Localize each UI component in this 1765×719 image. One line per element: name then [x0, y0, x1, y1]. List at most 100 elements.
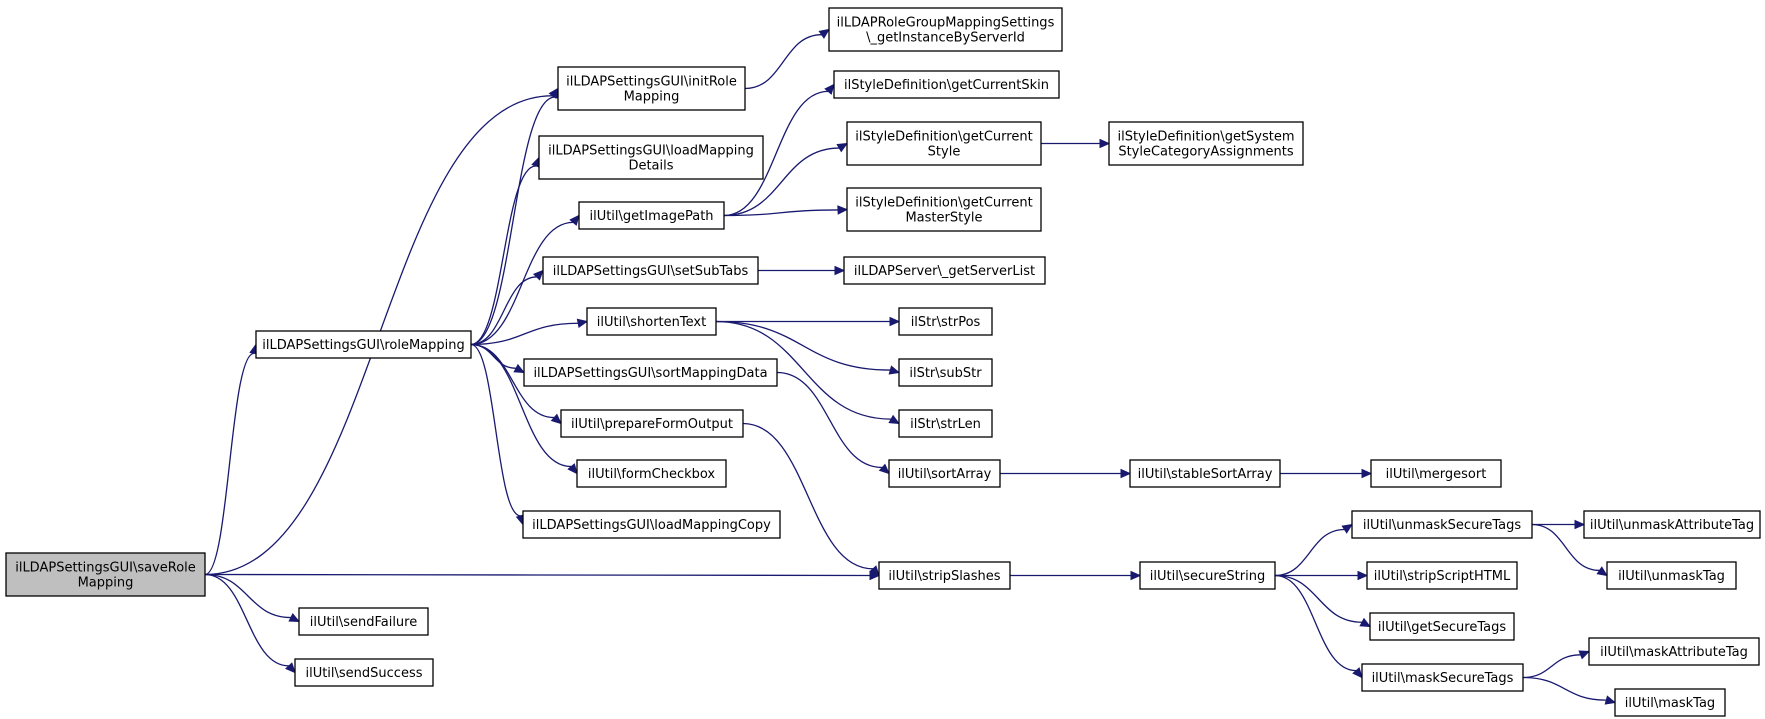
node-subStr[interactable]: ilStr\subStr [898, 358, 993, 387]
arrowhead-icon [576, 318, 589, 329]
node-box [298, 607, 429, 636]
node-label: ilUtil\sendSuccess [305, 666, 422, 681]
node-stableSort[interactable]: ilUtil\stableSortArray [1129, 459, 1281, 488]
node-label: ilLDAPSettingsGUI\setSubTabs [553, 264, 749, 279]
node-sortArray[interactable]: ilUtil\sortArray [888, 459, 1001, 488]
edge-unmaskSecure-to-unmaskAttr [1532, 519, 1586, 530]
node-box [898, 307, 993, 336]
edge-sortArray-to-stableSort [1000, 468, 1132, 479]
arrowhead-icon [1361, 468, 1373, 479]
node-box [1129, 459, 1281, 488]
node-label: ilUtil\secureString [1150, 569, 1265, 584]
node-box [5, 552, 206, 597]
node-roleMapping[interactable]: ilLDAPSettingsGUI\roleMapping [255, 330, 472, 359]
node-maskTag[interactable]: ilUtil\maskTag [1614, 688, 1726, 717]
edge-stableSort-to-mergesort [1280, 468, 1373, 479]
node-stripScript[interactable]: ilUtil\stripScriptHTML [1366, 561, 1518, 590]
node-maskAttr[interactable]: ilUtil\maskAttributeTag [1588, 637, 1760, 666]
node-strPos[interactable]: ilStr\strPos [898, 307, 993, 336]
edge-line [204, 573, 871, 577]
node-label: ilStr\strPos [911, 315, 981, 330]
edge-roleMapping-to-loadDetails [470, 156, 541, 346]
edge-prepareForm-to-stripSlashes [742, 422, 880, 577]
node-label: ilLDAPSettingsGUI\sortMappingData [533, 366, 767, 381]
node-sysStyle[interactable]: ilStyleDefinition\getSystemStyleCategory… [1108, 121, 1304, 166]
edge-line [723, 147, 840, 217]
node-label: ilStyleDefinition\getCurrent [855, 130, 1032, 145]
node-stripSlashes[interactable]: ilUtil\stripSlashes [878, 561, 1011, 590]
node-maskSecure[interactable]: ilUtil\maskSecureTags [1361, 663, 1524, 692]
node-label: Mapping [624, 90, 680, 105]
edge-secureString-to-unmaskSecure [1274, 523, 1354, 577]
node-serverList[interactable]: ilLDAPServer\_getServerList [843, 256, 1046, 285]
node-label: ilUtil\stripScriptHTML [1374, 569, 1511, 584]
node-unmaskAttr[interactable]: ilUtil\unmaskAttributeTag [1583, 510, 1761, 539]
edge-roleMapping-to-initRole [470, 87, 560, 346]
node-label: ilUtil\stripSlashes [888, 569, 1000, 584]
node-label: ilLDAPServer\_getServerList [854, 264, 1035, 279]
arrowhead-icon [837, 205, 849, 215]
node-formCheckbox[interactable]: ilUtil\formCheckbox [576, 459, 727, 488]
edge-line [1531, 523, 1600, 572]
edge-line [744, 34, 822, 90]
edge-line [723, 90, 829, 217]
node-label: ilLDAPSettingsGUI\initRole [566, 75, 737, 90]
node-setSubTabs[interactable]: ilLDAPSettingsGUI\setSubTabs [542, 256, 759, 285]
edge-line [1274, 574, 1357, 672]
node-getImagePath[interactable]: ilUtil\getImagePath [578, 201, 725, 230]
edge-maskSecure-to-maskAttr [1522, 650, 1591, 679]
arrowhead-icon [889, 316, 901, 327]
edge-shortenText-to-strLen [715, 320, 901, 425]
arrowhead-icon [1099, 138, 1111, 149]
node-box [1588, 637, 1760, 666]
node-shortenText[interactable]: ilUtil\shortenText [586, 307, 717, 336]
node-sortMapping[interactable]: ilLDAPSettingsGUI\sortMappingData [523, 358, 778, 387]
arrowhead-icon [1596, 566, 1609, 577]
arrowhead-icon [888, 365, 901, 375]
node-label: ilLDAPRoleGroupMappingSettings [837, 16, 1055, 31]
edge-line [776, 371, 883, 469]
edge-line [1522, 654, 1581, 679]
node-label: ilUtil\getImagePath [589, 209, 713, 224]
node-strLen[interactable]: ilStr\strLen [898, 409, 993, 438]
node-label: ilStyleDefinition\getSystem [1117, 130, 1294, 145]
edge-line [715, 320, 891, 371]
node-label: StyleCategoryAssignments [1118, 145, 1294, 160]
edge-saveRole-to-sendFailure [204, 573, 301, 623]
edge-line [470, 343, 572, 468]
node-box [1370, 459, 1502, 488]
node-loadCopy[interactable]: ilLDAPSettingsGUI\loadMappingCopy [522, 510, 781, 539]
edge-shortenText-to-subStr [715, 320, 901, 375]
node-mergesort[interactable]: ilUtil\mergesort [1370, 459, 1502, 488]
node-currentSkin[interactable]: ilStyleDefinition\getCurrentSkin [833, 70, 1060, 99]
node-box [1108, 121, 1304, 166]
node-getSecure[interactable]: ilUtil\getSecureTags [1369, 612, 1515, 641]
node-getInstance[interactable]: ilLDAPRoleGroupMappingSettings\_getInsta… [828, 7, 1063, 52]
arrowhead-icon [569, 214, 580, 226]
arrowhead-icon [888, 414, 901, 425]
arrowhead-icon [1578, 650, 1591, 660]
arrowhead-icon [1604, 695, 1617, 705]
node-prepareForm[interactable]: ilUtil\prepareFormOutput [560, 409, 744, 438]
edge-line [470, 221, 574, 346]
node-secureString[interactable]: ilUtil\secureString [1139, 561, 1276, 590]
edge-shortenText-to-strPos [716, 316, 901, 327]
node-unmaskSecure[interactable]: ilUtil\unmaskSecureTags [1351, 510, 1533, 539]
node-sendSuccess[interactable]: ilUtil\sendSuccess [294, 658, 434, 687]
edge-secureString-to-maskSecure [1274, 574, 1363, 679]
arrowhead-icon [567, 463, 578, 475]
arrowhead-icon [1352, 667, 1363, 679]
node-unmaskTag[interactable]: ilUtil\unmaskTag [1606, 561, 1737, 590]
node-sendFailure[interactable]: ilUtil\sendFailure [298, 607, 429, 636]
edge-saveRole-to-sendSuccess [204, 573, 296, 674]
edge-line [470, 276, 537, 346]
node-label: ilUtil\sortArray [898, 467, 992, 482]
arrowhead-icon [1341, 523, 1354, 534]
